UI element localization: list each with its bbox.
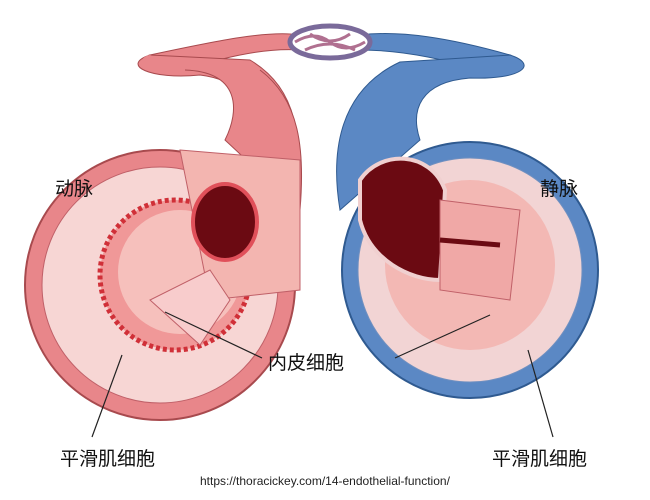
smooth-muscle-cells-label-left: 平滑肌细胞 [60, 448, 156, 470]
source-url: https://thoracickey.com/14-endothelial-f… [200, 474, 450, 488]
smooth-muscle-cells-label-right: 平滑肌细胞 [492, 448, 588, 470]
leader-lines [91, 311, 554, 438]
artery-label: 动脉 [55, 178, 94, 200]
vein [336, 54, 599, 399]
artery [24, 54, 303, 421]
endothelial-cells-label: 内皮细胞 [268, 352, 345, 374]
vein-label: 静脉 [540, 178, 579, 200]
